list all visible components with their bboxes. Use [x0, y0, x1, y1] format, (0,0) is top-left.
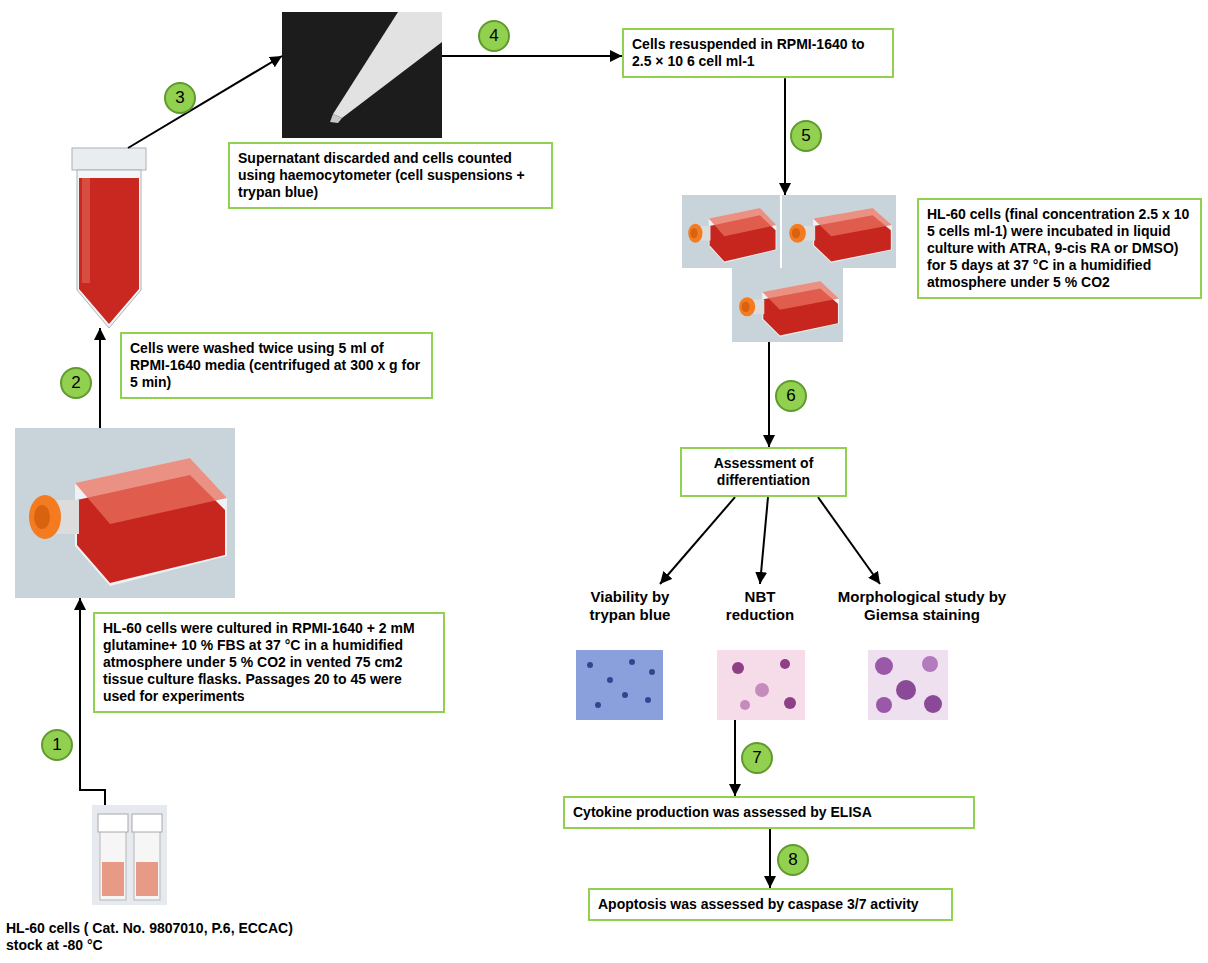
- method-title: NBT reduction: [712, 584, 808, 627]
- trypan-blue-micrograph: [576, 650, 663, 720]
- process-box: Apoptosis was assessed by caspase 3/7 ac…: [588, 888, 953, 921]
- box-text: Cells were washed twice using 5 ml of RP…: [130, 340, 423, 391]
- nbt-micrograph: [717, 650, 805, 720]
- process-box: Cells were washed twice using 5 ml of RP…: [120, 332, 433, 399]
- box-text: HL-60 cells ( Cat. No. 9807010, P.6, ECC…: [6, 920, 298, 954]
- flow-arrow: [818, 497, 880, 584]
- process-box: Assessment of differentiation: [680, 447, 847, 497]
- box-text: Viability by trypan blue: [574, 588, 686, 625]
- centrifuge-tube-picture: [72, 148, 146, 328]
- process-box: Cells resuspended in RPMI-1640 to 2.5 × …: [622, 28, 894, 78]
- giemsa-micrograph: [868, 650, 948, 720]
- flow-arrow: [760, 497, 768, 584]
- step-number: 5: [790, 120, 822, 152]
- process-box: Cytokine production was assessed by ELIS…: [563, 796, 975, 829]
- method-title: Viability by trypan blue: [570, 584, 690, 627]
- flask-picture: [15, 428, 235, 598]
- flow-arrow: [660, 497, 735, 584]
- flow-arrow: [442, 55, 622, 57]
- step-number: 3: [164, 82, 196, 114]
- method-title: Morphological study by Giemsa staining: [832, 584, 1012, 627]
- box-text: HL-60 cells were cultured in RPMI-1640 +…: [103, 620, 435, 705]
- caption-text: HL-60 cells ( Cat. No. 9807010, P.6, ECC…: [2, 916, 302, 956]
- box-text: Supernatant discarded and cells counted …: [238, 150, 543, 201]
- step-number: 4: [478, 20, 510, 52]
- step-number: 2: [60, 367, 92, 399]
- box-text: HL-60 cells (final concentration 2.5 x 1…: [927, 206, 1192, 291]
- process-box: HL-60 cells were cultured in RPMI-1640 +…: [93, 612, 445, 713]
- step-number: 1: [41, 729, 73, 761]
- box-text: Cytokine production was assessed by ELIS…: [573, 804, 965, 821]
- step-number: 8: [777, 844, 809, 876]
- flow-arrow: [768, 342, 770, 447]
- box-text: Cells resuspended in RPMI-1640 to 2.5 × …: [632, 36, 884, 70]
- flow-arrow: [784, 78, 786, 195]
- box-text: NBT reduction: [716, 588, 804, 625]
- flow-arrow: [128, 56, 282, 148]
- box-text: Assessment of differentiation: [690, 455, 837, 489]
- box-text: Apoptosis was assessed by caspase 3/7 ac…: [598, 896, 943, 913]
- connector-layer: [80, 56, 880, 888]
- box-text: Morphological study by Giemsa staining: [836, 588, 1008, 625]
- step-number: 6: [775, 380, 807, 412]
- flow-arrow: [734, 720, 736, 796]
- step-number: 7: [741, 742, 773, 774]
- pipette-photo: [282, 12, 442, 138]
- flow-arrow: [99, 328, 101, 428]
- process-box: Supernatant discarded and cells counted …: [228, 142, 553, 209]
- cryovial-picture: [92, 805, 167, 905]
- flow-arrow: [769, 829, 771, 888]
- flask-pictures: [682, 195, 896, 342]
- process-box: HL-60 cells (final concentration 2.5 x 1…: [917, 198, 1202, 299]
